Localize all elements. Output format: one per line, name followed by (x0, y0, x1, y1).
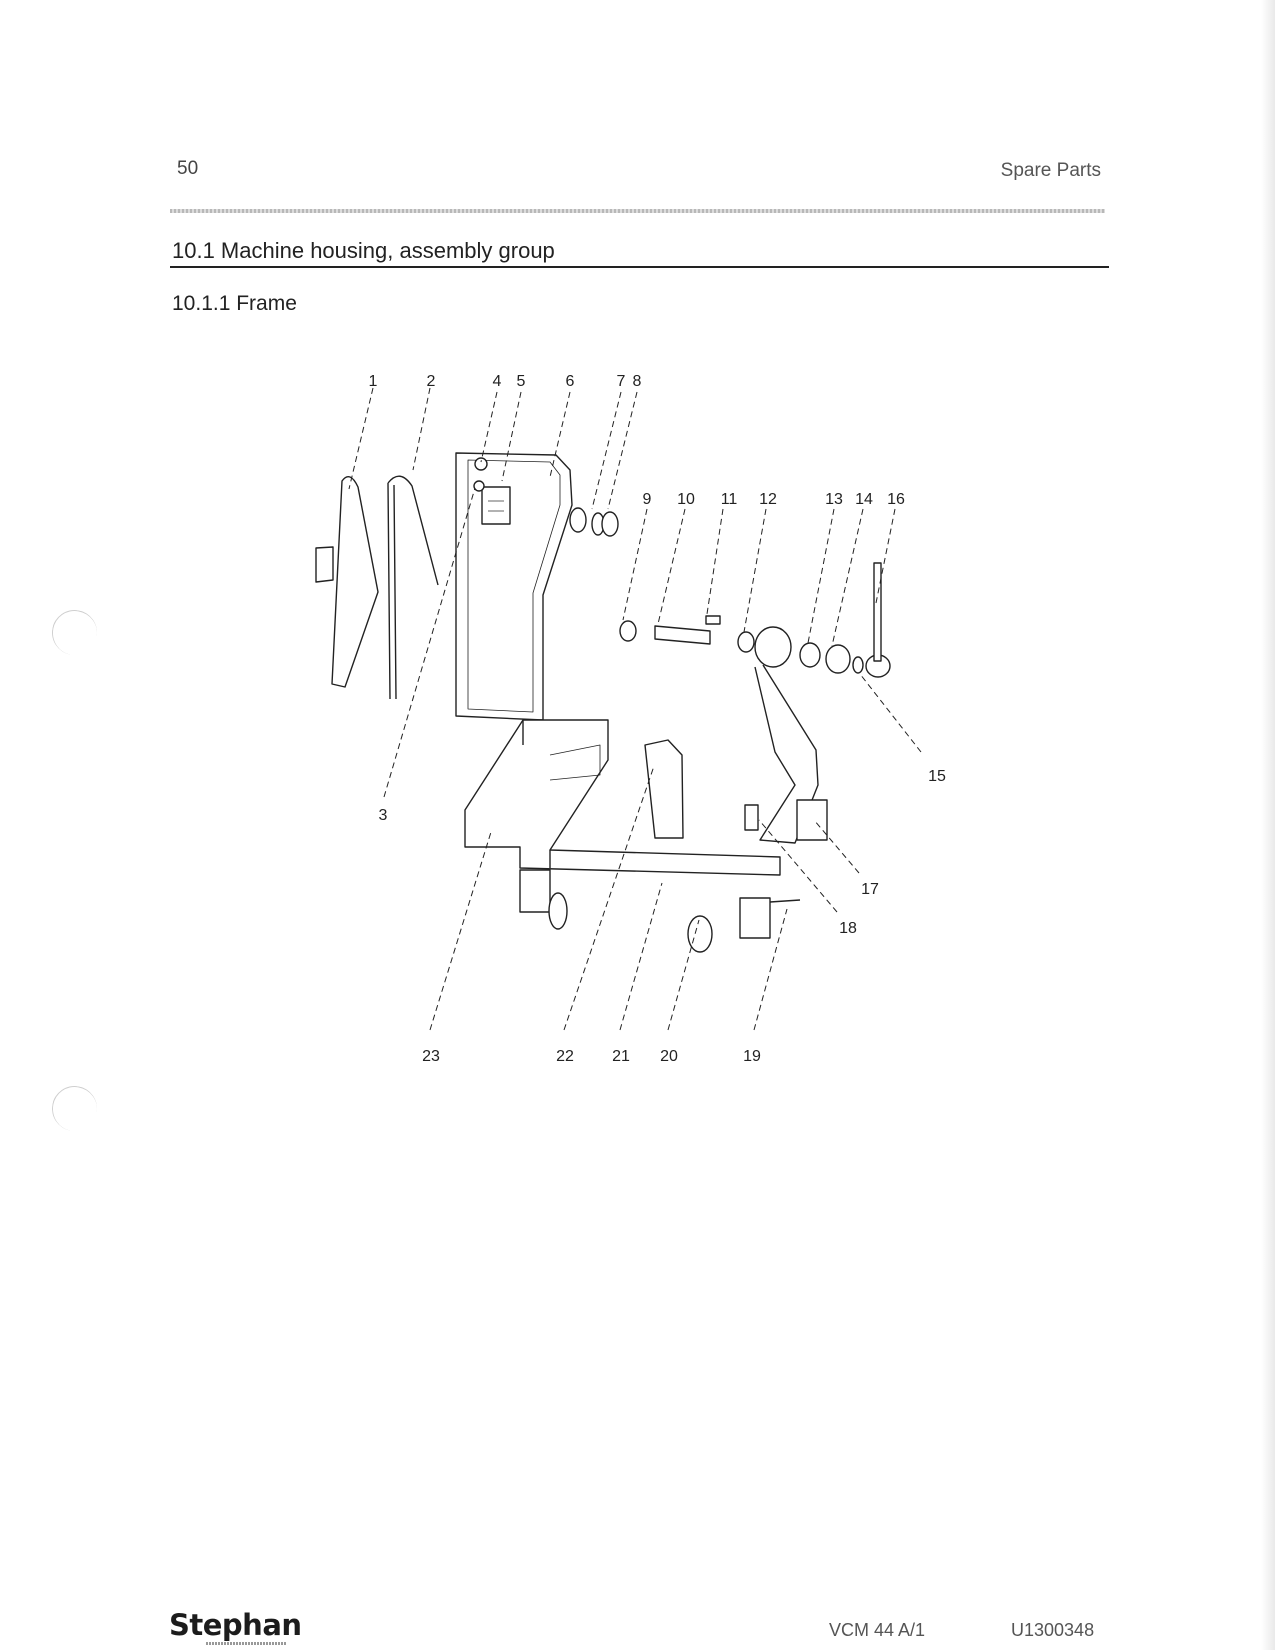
callout-9: 9 (643, 491, 652, 508)
callout-19: 19 (743, 1048, 761, 1065)
housing (455, 452, 573, 721)
shaft-10 (654, 625, 711, 645)
page-edge-shadow (1261, 0, 1275, 1650)
heading-machine-housing: 10.1 Machine housing, assembly group (172, 238, 555, 263)
bearing-14 (825, 644, 851, 674)
side-panel (331, 475, 379, 688)
switch-3 (473, 480, 485, 492)
callout-16: 16 (887, 491, 905, 508)
lever-16 (873, 562, 882, 662)
callout-20: 20 (660, 1048, 678, 1065)
foot-left (519, 869, 551, 913)
callout-5: 5 (517, 373, 526, 390)
hub (754, 626, 792, 668)
logo-tagline-mark (206, 1642, 286, 1645)
callout-2: 2 (427, 373, 436, 390)
stephan-logo: Stephan (169, 1608, 302, 1642)
foot-rear (796, 799, 828, 841)
seal-strip (387, 475, 439, 700)
callout-18: 18 (839, 920, 857, 937)
key-11 (705, 615, 721, 625)
frame-base (464, 719, 781, 876)
model-number: VCM 44 A/1 (829, 1620, 926, 1640)
callout-numbers: 1 2 4 5 6 7 8 9 10 11 12 13 14 16 3 15 1… (369, 373, 946, 1065)
callout-8: 8 (633, 373, 642, 390)
heading-frame: 10.1.1 Frame (172, 292, 297, 315)
header-divider (170, 209, 1105, 213)
callout-6: 6 (566, 373, 575, 390)
bolt-19 (769, 899, 801, 903)
callout-21: 21 (612, 1048, 630, 1065)
section-title: Spare Parts (1000, 160, 1101, 181)
page-number: 50 (177, 158, 199, 179)
castor-20 (687, 915, 713, 953)
document-number: U1300348 (1011, 1620, 1095, 1640)
bearing-8 (601, 511, 619, 537)
bearing-7 (569, 507, 587, 533)
bearing-13 (799, 642, 821, 668)
callout-14: 14 (855, 491, 873, 508)
damper-18 (744, 804, 759, 831)
bush-9 (619, 620, 637, 642)
type-plate (481, 486, 511, 525)
callout-23: 23 (422, 1048, 440, 1065)
bush-12 (737, 631, 755, 653)
callout-13: 13 (825, 491, 843, 508)
castor-left (548, 892, 568, 930)
callout-12: 12 (759, 491, 777, 508)
callout-22: 22 (556, 1048, 574, 1065)
panel-handle (315, 546, 334, 583)
callout-17: 17 (861, 881, 879, 898)
callout-15: 15 (928, 768, 946, 785)
foot-right (739, 897, 771, 939)
ring-15 (852, 656, 864, 674)
callout-10: 10 (677, 491, 695, 508)
callout-11: 11 (721, 491, 738, 508)
switch-4 (474, 457, 488, 471)
callout-3: 3 (379, 807, 388, 824)
callout-1: 1 (369, 373, 378, 390)
callout-4: 4 (493, 373, 502, 390)
heading-underline (170, 266, 1109, 268)
column-22 (644, 739, 684, 839)
callout-7: 7 (617, 373, 626, 390)
